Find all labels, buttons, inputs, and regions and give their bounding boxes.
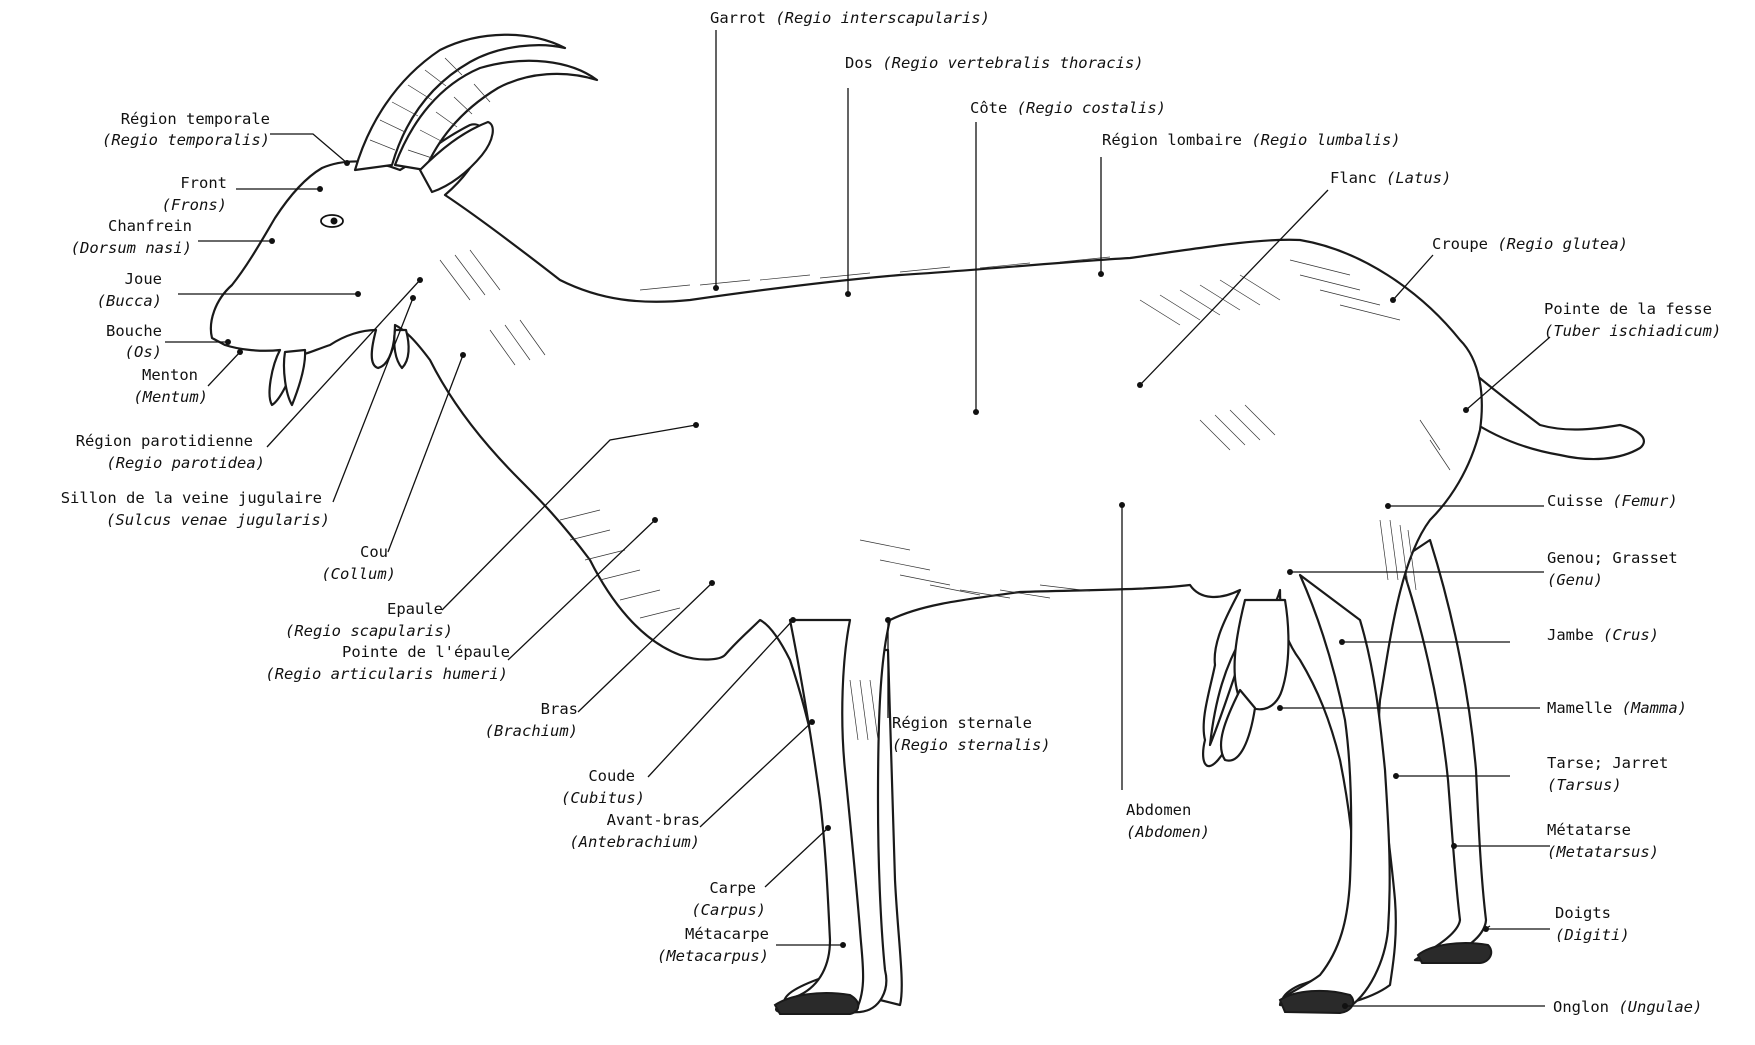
label-latin: (Regio temporalis) xyxy=(102,131,270,149)
label-name: Genou; Grasset xyxy=(1547,549,1678,567)
label-name: Pointe de la fesse xyxy=(1544,300,1712,318)
label-name: Métacarpe xyxy=(685,925,769,943)
label-latin: (Regio articularis humeri) xyxy=(265,665,508,683)
label-flanc: Flanc (Latus) xyxy=(1330,169,1451,187)
label-name: Région sternale xyxy=(892,714,1032,732)
pupil xyxy=(331,218,338,225)
label-onglon: Onglon (Ungulae) xyxy=(1553,998,1702,1016)
label-name: Région temporale xyxy=(121,110,270,128)
label-latin: (Genu) xyxy=(1547,571,1603,589)
label-name: Tarse; Jarret xyxy=(1547,754,1668,772)
label-latin: (Regio sternalis) xyxy=(892,736,1051,754)
label-name: Cou xyxy=(360,543,388,561)
label-doigts: Doigts (Digiti) xyxy=(1555,904,1630,944)
label-bouche: Bouche (Os) xyxy=(106,322,162,361)
label-name: Région parotidienne xyxy=(76,432,253,450)
label-cote: Côte (Regio costalis) xyxy=(970,99,1166,117)
far-hindleg xyxy=(1400,540,1486,962)
label-joue: Joue (Bucca) xyxy=(97,270,162,310)
label-name: Côte (Regio costalis) xyxy=(970,99,1166,117)
far-hind-hoof xyxy=(1418,943,1491,963)
label-cuisse: Cuisse (Femur) xyxy=(1547,492,1678,510)
label-name: Cuisse (Femur) xyxy=(1547,492,1678,510)
label-name: Onglon (Ungulae) xyxy=(1553,998,1702,1016)
label-metatarse: Métatarse (Metatarsus) xyxy=(1547,821,1659,861)
label-name: Joue xyxy=(125,270,162,288)
label-name: Epaule xyxy=(387,600,443,618)
label-name: Abdomen xyxy=(1126,801,1191,819)
label-abdomen: Abdomen (Abdomen) xyxy=(1126,801,1210,841)
label-name: Bras xyxy=(541,700,578,718)
label-name: Front xyxy=(180,174,227,192)
label-garrot: Garrot (Regio interscapularis) xyxy=(710,9,990,27)
label-tarse: Tarse; Jarret (Tarsus) xyxy=(1547,754,1668,794)
label-latin: (Os) xyxy=(125,343,162,361)
label-latin: (Regio scapularis) xyxy=(285,622,453,640)
label-latin: (Digiti) xyxy=(1555,926,1630,944)
label-name: Dos (Regio vertebralis thoracis) xyxy=(845,54,1144,72)
label-latin: (Tuber ischiadicum) xyxy=(1544,322,1721,340)
label-latin: (Tarsus) xyxy=(1547,776,1622,794)
label-carpe: Carpe (Carpus) xyxy=(691,879,766,919)
label-latin: (Bucca) xyxy=(97,292,162,310)
label-latin: (Metacarpus) xyxy=(657,947,769,965)
label-jambe: Jambe (Crus) xyxy=(1547,626,1659,644)
label-sternale: Région sternale (Regio sternalis) xyxy=(892,714,1051,754)
label-latin: (Frons) xyxy=(162,196,227,214)
label-bras: Bras (Brachium) xyxy=(485,700,578,740)
label-latin: (Metatarsus) xyxy=(1547,843,1659,861)
label-avant-bras: Avant-bras (Antebrachium) xyxy=(569,811,700,851)
label-latin: (Dorsum nasi) xyxy=(71,239,192,257)
label-name: Menton xyxy=(142,366,198,384)
label-parotidienne: Région parotidienne (Regio parotidea) xyxy=(76,432,265,472)
label-genou: Genou; Grasset (Genu) xyxy=(1547,549,1678,589)
label-latin: (Collum) xyxy=(321,565,396,583)
label-dos: Dos (Regio vertebralis thoracis) xyxy=(845,54,1144,72)
label-name: Région lombaire (Regio lumbalis) xyxy=(1102,131,1401,149)
label-latin: (Carpus) xyxy=(691,901,766,919)
label-name: Sillon de la veine jugulaire xyxy=(61,489,322,507)
label-cou: Cou (Collum) xyxy=(321,543,396,583)
label-name: Mamelle (Mamma) xyxy=(1547,699,1687,717)
label-croupe: Croupe (Regio glutea) xyxy=(1432,235,1628,253)
label-name: Métatarse xyxy=(1547,821,1631,839)
label-name: Coude xyxy=(588,767,635,785)
label-pointe-epaule: Pointe de l'épaule (Regio articularis hu… xyxy=(265,643,510,683)
label-epaule: Epaule (Regio scapularis) xyxy=(285,600,453,640)
label-jugulaire: Sillon de la veine jugulaire (Sulcus ven… xyxy=(61,489,330,529)
label-coude: Coude (Cubitus) xyxy=(561,767,645,807)
label-name: Carpe xyxy=(709,879,756,897)
label-menton: Menton (Mentum) xyxy=(133,366,208,406)
label-name: Garrot (Regio interscapularis) xyxy=(710,9,990,27)
label-chanfrein: Chanfrein (Dorsum nasi) xyxy=(71,217,192,257)
wattle xyxy=(394,330,408,368)
beard xyxy=(284,350,305,405)
label-latin: (Abdomen) xyxy=(1126,823,1210,841)
label-mamelle: Mamelle (Mamma) xyxy=(1547,699,1687,717)
label-latin: (Sulcus venae jugularis) xyxy=(106,511,330,529)
label-name: Bouche xyxy=(106,322,162,340)
hind-hoof xyxy=(1280,991,1353,1013)
label-name: Doigts xyxy=(1555,904,1611,922)
label-name: Chanfrein xyxy=(108,217,192,235)
label-name: Croupe (Regio glutea) xyxy=(1432,235,1628,253)
label-latin: (Mentum) xyxy=(133,388,208,406)
label-lombaire: Région lombaire (Regio lumbalis) xyxy=(1102,131,1401,149)
label-name: Flanc (Latus) xyxy=(1330,169,1451,187)
label-latin: (Cubitus) xyxy=(561,789,645,807)
label-latin: (Regio parotidea) xyxy=(106,454,265,472)
label-fesse: Pointe de la fesse (Tuber ischiadicum) xyxy=(1544,300,1721,340)
label-latin: (Brachium) xyxy=(485,722,578,740)
label-name: Avant-bras xyxy=(607,811,700,829)
label-front: Front (Frons) xyxy=(162,174,227,214)
label-name: Pointe de l'épaule xyxy=(342,643,510,661)
label-temporale: Région temporale (Regio temporalis) xyxy=(102,110,270,149)
label-metacarpe: Métacarpe (Metacarpus) xyxy=(657,925,769,965)
label-name: Jambe (Crus) xyxy=(1547,626,1659,644)
label-latin: (Antebrachium) xyxy=(569,833,700,851)
